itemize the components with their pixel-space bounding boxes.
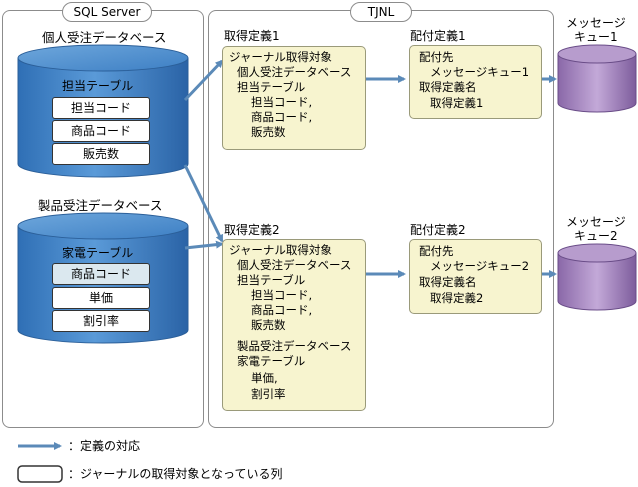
db2-table-name: 家電テーブル [62,246,134,260]
acq2-line-10: 割引率 [251,387,286,401]
acq1-line-3: 担当テーブル [237,80,306,94]
acq2-line-1: ジャーナル取得対象 [229,243,332,257]
dist1-line-1: 配付先 [419,50,454,64]
legend-arrow-text: ：定義の対応 [68,439,141,453]
acq1-line-1: ジャーナル取得対象 [229,50,332,64]
acq2-line-2: 個人受注データベース [237,258,352,272]
acq1-line-6: 販売数 [251,125,286,139]
acq2-line-8: 家電テーブル [237,354,306,368]
dist2-line-3: 取得定義名 [419,275,477,289]
message-queue-1-shape [557,44,637,113]
acq2-line-7: 製品受注データベース [237,339,352,353]
dist1-line-4: 取得定義1 [430,96,484,110]
queue1-label-line2: キュー1 [574,30,618,44]
acq1-line-4: 担当コード, [251,95,313,109]
arrow-db1-to-acq2 [183,164,224,243]
queue2-label-line2: キュー2 [574,229,618,243]
db1-column-3: 販売数 [52,143,150,165]
sql-server-label: SQL Server [62,2,152,22]
acq2-line-6: 販売数 [251,318,286,332]
legend-box-icon [17,465,63,483]
legend-box-text: ：ジャーナルの取得対象となっている列 [68,467,283,481]
dist1-line-3: 取得定義名 [419,80,477,94]
message-queue-2-shape [557,243,637,311]
acq2-line-5: 商品コード, [251,303,313,317]
arrow-db1-to-acq1 [183,59,224,102]
dist1-line-2: メッセージキュー1 [430,65,530,79]
db2-name: 製品受注データベース [38,198,163,213]
dist2-box: 配付先 メッセージキュー2 取得定義名 取得定義2 [409,239,542,314]
acq2-title: 取得定義2 [224,223,280,237]
dist2-line-1: 配付先 [419,244,454,258]
dist1-box: 配付先 メッセージキュー1 取得定義名 取得定義1 [409,45,542,119]
db1-table-name: 担当テーブル [62,79,134,93]
db1-column-2: 商品コード [52,120,150,142]
dist2-line-2: メッセージキュー2 [430,259,530,273]
acq2-line-9: 単価, [251,371,278,385]
db2-column-1: 商品コード [52,263,150,285]
acq1-title: 取得定義1 [224,29,280,43]
arrow-db2-to-acq2 [184,240,224,250]
acq2-line-3: 担当テーブル [237,273,306,287]
db1-name: 個人受注データベース [42,30,167,45]
acq1-box: ジャーナル取得対象 個人受注データベース 担当テーブル 担当コード, 商品コード… [222,46,366,150]
acq1-line-2: 個人受注データベース [237,65,352,79]
acq2-box: ジャーナル取得対象 個人受注データベース 担当テーブル 担当コード, 商品コード… [222,239,366,411]
queue2-label-line1: メッセージ [566,215,626,229]
acq2-line-4: 担当コード, [251,288,313,302]
queue1-label-line1: メッセージ [566,16,626,30]
dist2-line-4: 取得定義2 [430,291,484,305]
acq1-line-5: 商品コード, [251,110,313,124]
dist1-title: 配付定義1 [410,29,466,43]
db2-column-2: 単価 [52,287,150,309]
tjnl-label: TJNL [350,2,412,22]
dist2-title: 配付定義2 [410,223,466,237]
db1-column-1: 担当コード [52,97,150,119]
db2-column-3: 割引率 [52,310,150,332]
